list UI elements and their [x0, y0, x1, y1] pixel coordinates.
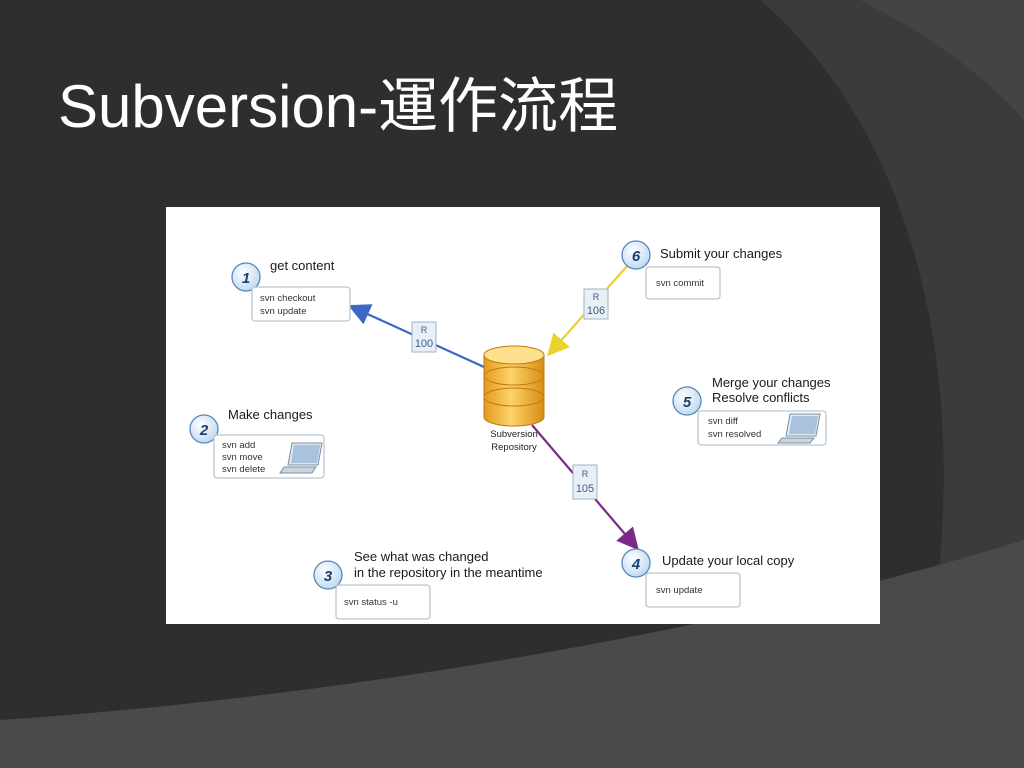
step-4-number: 4 [631, 556, 641, 573]
step-3-title-line2: in the repository in the meantime [354, 565, 543, 580]
step-3-see-changes: 3 See what was changed in the repository… [313, 549, 543, 620]
step-5-title-line2: Resolve conflicts [712, 390, 810, 405]
revision-tag-105: R 105 [572, 464, 598, 500]
repository-label-line2: Repository [491, 442, 537, 453]
step-6-submit-changes: 6 Submit your changes svn commit [621, 240, 783, 300]
step-1-title: get content [270, 258, 335, 273]
step-1-circle [231, 262, 261, 292]
svn-workflow-diagram: R 100 R 106 R 105 Subversion Repository … [166, 207, 880, 624]
step-6-title: Submit your changes [660, 246, 783, 261]
diagram-canvas: R 100 R 106 R 105 Subversion Repository … [189, 240, 831, 620]
revision-tag-106: R 106 [583, 288, 609, 320]
step-4-circle [621, 548, 651, 578]
step-5-command-2: svn resolved [708, 429, 761, 440]
svg-text:100: 100 [415, 338, 433, 350]
step-6-command-1: svn commit [656, 278, 704, 289]
step-2-title: Make changes [228, 407, 313, 422]
step-2-make-changes: 2 Make changes svn add svn move svn dele… [189, 407, 325, 479]
step-5-command-1: svn diff [708, 416, 738, 427]
step-3-title-line1: See what was changed [354, 549, 488, 564]
repository-database-icon [483, 345, 545, 427]
step-1-get-content: 1 get content svn checkout svn update [231, 258, 351, 322]
svg-text:R: R [582, 469, 589, 479]
slide-title: Subversion-運作流程 [58, 73, 619, 140]
step-5-title-line1: Merge your changes [712, 375, 831, 390]
step-3-number: 3 [324, 568, 333, 585]
step-5-merge-changes: 5 Merge your changes Resolve conflicts s… [672, 375, 831, 446]
laptop-icon [279, 442, 323, 474]
step-4-title: Update your local copy [662, 553, 795, 568]
repository-label-line1: Subversion [490, 429, 538, 440]
step-2-command-2: svn move [222, 452, 263, 463]
step-6-number: 6 [632, 248, 641, 265]
step-2-circle [189, 414, 219, 444]
step-4-command-1: svn update [656, 585, 702, 596]
step-3-circle [313, 560, 343, 590]
step-3-command-1: svn status -u [344, 597, 398, 608]
background-arc-corner [860, 0, 1024, 120]
laptop-icon [776, 413, 821, 444]
step-6-command-box [645, 266, 721, 300]
step-5-circle [672, 386, 702, 416]
step-1-command-1: svn checkout [260, 293, 316, 304]
step-5-number: 5 [683, 394, 692, 411]
background-arc-bottom [0, 540, 1024, 768]
svg-text:105: 105 [576, 483, 594, 495]
step-1-command-box [251, 286, 351, 322]
step-1-number: 1 [242, 270, 250, 287]
svg-text:R: R [593, 292, 600, 302]
step-2-command-3: svn delete [222, 464, 265, 475]
svg-text:106: 106 [587, 305, 605, 317]
svg-text:R: R [421, 325, 428, 335]
step-1-command-2: svn update [260, 306, 306, 317]
step-6-circle [621, 240, 651, 270]
revision-tag-100: R 100 [411, 321, 437, 353]
step-4-command-box [645, 572, 741, 608]
step-2-number: 2 [199, 422, 209, 439]
step-4-update-local-copy: 4 Update your local copy svn update [621, 548, 795, 608]
step-3-command-box [335, 584, 431, 620]
step-2-command-1: svn add [222, 440, 255, 451]
